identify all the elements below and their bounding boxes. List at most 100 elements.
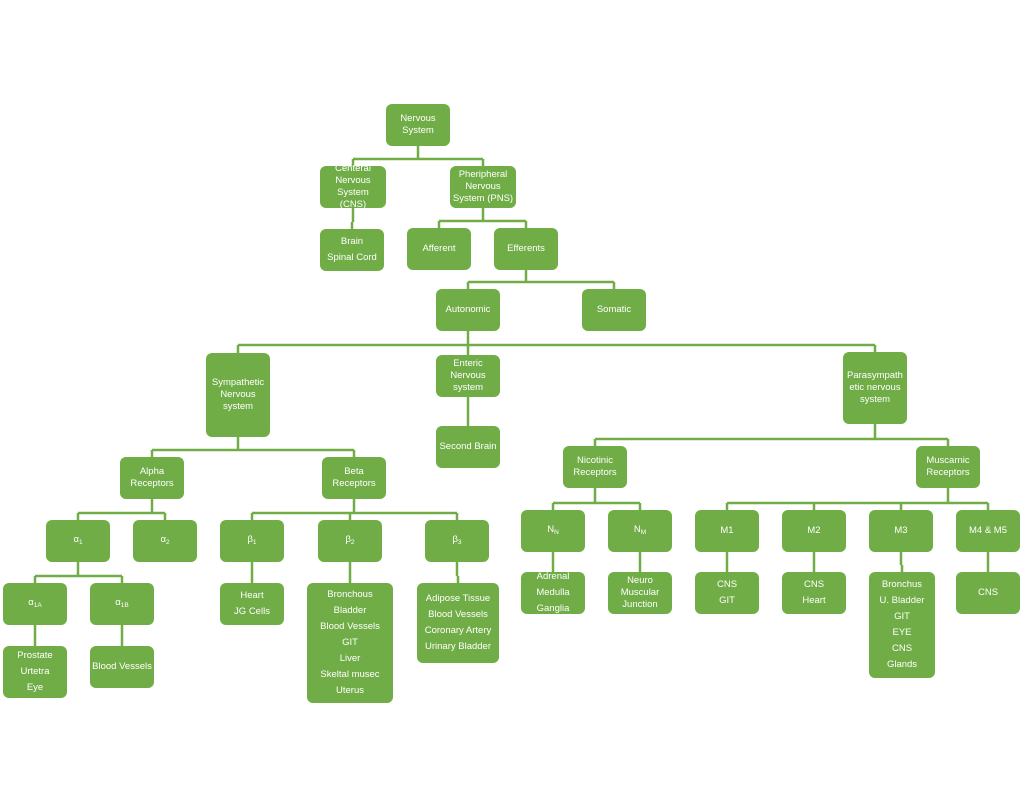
node-label-line: CNS: [716, 579, 738, 590]
node-label-line: Blood Vessels: [320, 621, 380, 632]
node-label-line: Enteric: [453, 358, 483, 369]
node-label-line: Blood Vessels: [428, 609, 488, 620]
node-label-line: Nicotinic: [577, 455, 613, 466]
node-label-line: Parasympath: [847, 370, 903, 381]
node-label-line: Somatic: [596, 304, 632, 315]
node-label-line: β1: [247, 533, 257, 546]
node-label-line: Skeltal musec: [320, 669, 380, 680]
node-label-subscript: 1A: [33, 601, 42, 609]
node-label-line: Prostate: [17, 650, 53, 661]
node-label-line: Alpha: [139, 466, 165, 477]
node-label-line: Autonomic: [445, 304, 491, 315]
node-label-line: GIT: [719, 595, 735, 606]
node-m45: M4 & M5: [956, 510, 1020, 552]
node-m1-targets: CNS GIT: [695, 572, 759, 614]
node-label-line: Medulla: [536, 587, 570, 598]
node-label-line: α1: [73, 533, 83, 546]
node-efferents: Efferents: [494, 228, 558, 270]
node-label-line: Urtetra: [20, 666, 50, 677]
node-label-line: system: [452, 382, 484, 393]
node-label-line: Neuro: [627, 575, 653, 586]
node-m45-targets: CNS: [956, 572, 1020, 614]
node-label-subscript: 3: [457, 538, 462, 546]
node-label-line: β3: [452, 533, 462, 546]
node-label-line: Centeral: [335, 163, 371, 174]
node-label-line: α1A: [28, 596, 42, 609]
node-label-line: M3: [894, 525, 908, 536]
node-label-line: system: [222, 401, 254, 412]
node-label-line: M2: [807, 525, 821, 536]
node-m2: M2: [782, 510, 846, 552]
node-label-line: Nervous: [335, 175, 371, 186]
node-label-line: CNS: [803, 579, 825, 590]
node-label-subscript: 2: [350, 538, 355, 546]
node-label-line: Uterus: [336, 685, 364, 696]
node-label-line: Adipose Tissue: [425, 593, 491, 604]
node-second-brain: Second Brain: [436, 426, 500, 468]
node-b2: β2: [318, 520, 382, 562]
node-label-line: Heart: [802, 595, 826, 606]
node-label-line: α1B: [115, 596, 129, 609]
node-label-line: NM: [633, 523, 647, 536]
node-label-subscript: 1: [78, 538, 83, 546]
node-label-line: etic nervous: [849, 382, 901, 393]
node-label-line: Nervous: [220, 389, 256, 400]
node-label-line: (CNS): [339, 199, 367, 210]
node-label-line: Beta: [344, 466, 364, 477]
node-nn: NN: [521, 510, 585, 552]
node-label-line: Afferent: [422, 243, 456, 254]
node-label-line: Urinary Bladder: [425, 641, 491, 652]
node-label-line: Efferents: [507, 243, 545, 254]
node-a2: α2: [133, 520, 197, 562]
node-label-line: CNS: [977, 587, 999, 598]
node-label-subscript: N: [554, 528, 559, 536]
node-label-line: Ganglia: [536, 603, 570, 614]
node-m1: M1: [695, 510, 759, 552]
node-label-line: M4 & M5: [968, 525, 1007, 536]
node-b1: β1: [220, 520, 284, 562]
node-a1: α1: [46, 520, 110, 562]
node-a1b: α1B: [90, 583, 154, 625]
node-a1a: α1A: [3, 583, 67, 625]
node-label-line: Bronchus: [881, 579, 923, 590]
node-label-subscript: 1: [252, 538, 257, 546]
node-label-line: System: [402, 125, 434, 136]
node-label-line: Blood Vessels: [92, 661, 152, 672]
node-label-line: Adrenal: [536, 571, 570, 582]
node-m3: M3: [869, 510, 933, 552]
node-label-line: Spinal Cord: [327, 252, 377, 263]
node-label-line: system: [859, 394, 891, 405]
node-label-line: Junction: [622, 599, 658, 610]
node-label-line: α2: [160, 533, 170, 546]
node-label-subscript: 2: [165, 538, 170, 546]
node-label-line: Brain: [340, 236, 364, 247]
node-label-line: Coronary Artery: [424, 625, 492, 636]
node-label-line: Muscular: [620, 587, 660, 598]
node-label-line: Bladder: [333, 605, 367, 616]
node-afferent: Afferent: [407, 228, 471, 270]
node-label-line: Second Brain: [439, 441, 497, 452]
node-label-line: β2: [345, 533, 355, 546]
node-somatic: Somatic: [582, 289, 646, 331]
node-label-line: NN: [547, 523, 559, 536]
node-b3: β3: [425, 520, 489, 562]
node-label-line: Nervous: [400, 113, 436, 124]
